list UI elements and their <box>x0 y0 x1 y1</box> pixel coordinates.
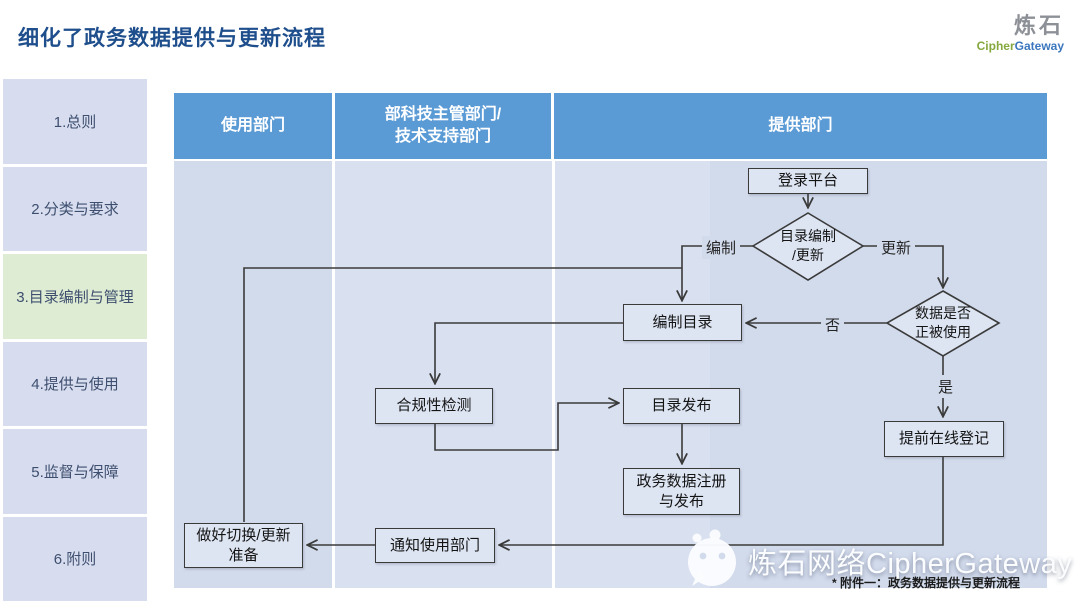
node-login-platform: 登录平台 <box>748 168 868 194</box>
node-notify-user-dept: 通知使用部门 <box>375 528 495 563</box>
edge-label-compile: 编制 <box>702 236 741 259</box>
page-title: 细化了政务数据提供与更新流程 <box>18 27 326 50</box>
lane-tech-dept: 部科技主管部门/ 技术支持部门 <box>335 93 551 159</box>
node-advance-online-register: 提前在线登记 <box>884 421 1004 457</box>
node-compliance-check: 合规性检测 <box>375 388 493 424</box>
lane-divider-1 <box>332 161 335 588</box>
logo-en-text: CipherGateway <box>977 40 1064 53</box>
logo-cn-text: 炼石 <box>1013 13 1064 38</box>
attachment-caption: * 附件一：政务数据提供与更新流程 <box>831 576 1020 590</box>
lane-user-dept: 使用部门 <box>174 93 332 159</box>
section-nav: 1.总则 2.分类与要求 3.目录编制与管理 4.提供与使用 5.监督与保障 6… <box>2 78 148 603</box>
node-gov-data-register: 政务数据注册 与发布 <box>623 468 740 515</box>
sidebar-item-provide-use: 4.提供与使用 <box>2 340 148 428</box>
edge-label-no: 否 <box>821 313 845 336</box>
cipher-gateway-logo: 炼石 CipherGateway <box>977 13 1064 53</box>
lane-provider-dept: 提供部门 <box>554 93 1047 159</box>
edge-label-update: 更新 <box>877 236 916 259</box>
node-compile-catalog: 编制目录 <box>623 304 742 341</box>
lane-divider-2 <box>552 161 555 588</box>
swimlane-header: 使用部门 部科技主管部门/ 技术支持部门 提供部门 <box>174 93 1047 159</box>
logo-gateway: Gateway <box>1014 39 1064 54</box>
sidebar-item-supervision: 5.监督与保障 <box>2 428 148 516</box>
flowchart-canvas <box>174 161 1047 588</box>
edge-label-yes: 是 <box>934 375 958 398</box>
lane2-tint <box>335 161 710 588</box>
sidebar-item-appendix: 6.附则 <box>2 515 148 603</box>
logo-cipher: Cipher <box>976 39 1015 54</box>
watermark-text: 炼石网络CipherGateway <box>748 548 1073 580</box>
sidebar-item-catalog-management: 3.目录编制与管理 <box>2 253 148 341</box>
sidebar-item-general: 1.总则 <box>2 78 148 166</box>
node-prepare-switch: 做好切换/更新 准备 <box>184 523 303 568</box>
node-catalog-publish: 目录发布 <box>623 388 740 424</box>
sidebar-item-classification: 2.分类与要求 <box>2 165 148 253</box>
